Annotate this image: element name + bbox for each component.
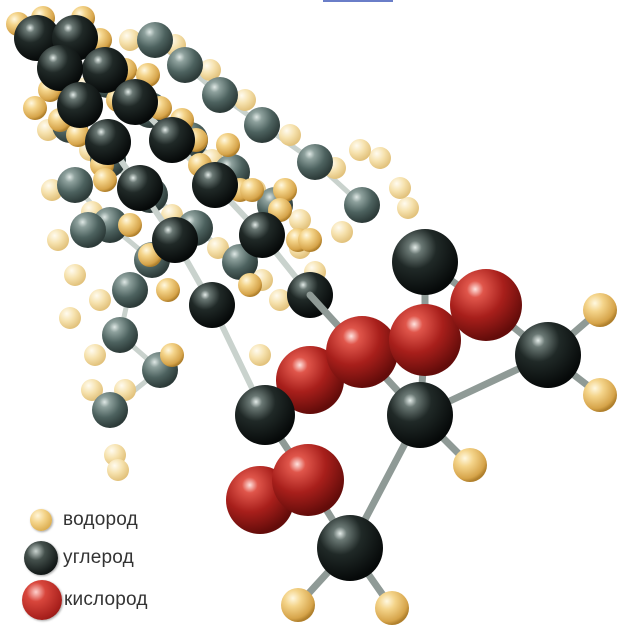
- carbon-atom-back: [92, 392, 128, 428]
- hydrogen-atom: [281, 588, 315, 622]
- hydrogen-atom: [298, 228, 322, 252]
- carbon-atom-icon: [24, 541, 58, 575]
- hydrogen-atom-back: [59, 307, 81, 329]
- oxygen-atom: [272, 444, 344, 516]
- hydrogen-atom-back: [64, 264, 86, 286]
- hydrogen-atom: [66, 123, 90, 147]
- legend-label-hydrogen: водород: [63, 509, 138, 530]
- hydrogen-atom-back: [84, 344, 106, 366]
- hydrogen-atom: [118, 213, 142, 237]
- front-ring-atoms: [226, 229, 617, 625]
- legend-item-hydrogen: водород: [22, 500, 138, 540]
- oxygen-atom-icon: [22, 580, 62, 620]
- hydrogen-atom-back: [47, 229, 69, 251]
- hydrogen-atom-back: [349, 139, 371, 161]
- topline-accent: [323, 0, 393, 2]
- hydrogen-atom-back: [207, 237, 229, 259]
- hydrogen-atom: [93, 168, 117, 192]
- carbon-atom: [57, 82, 103, 128]
- carbon-atom-back: [57, 167, 93, 203]
- carbon-atom: [149, 117, 195, 163]
- hydrogen-atom-back: [234, 89, 256, 111]
- oxygen-atom: [450, 269, 522, 341]
- hydrogen-atom: [273, 178, 297, 202]
- carbon-atom-back: [137, 22, 173, 58]
- hydrogen-atom: [375, 591, 409, 625]
- hydrogen-atom: [216, 133, 240, 157]
- hydrogen-atom: [583, 293, 617, 327]
- carbon-atom: [82, 47, 128, 93]
- hydrogen-atom-back: [199, 59, 221, 81]
- carbon-atom-back: [167, 47, 203, 83]
- carbon-atom-back: [70, 212, 106, 248]
- hydrogen-atom-back: [119, 29, 141, 51]
- carbon-atom: [37, 45, 83, 91]
- hydrogen-atom-icon: [30, 509, 52, 531]
- hydrogen-atom: [23, 96, 47, 120]
- carbon-atom: [189, 282, 235, 328]
- hydrogen-atom-back: [331, 221, 353, 243]
- carbon-atom: [515, 322, 581, 388]
- hydrogen-atom-back: [369, 147, 391, 169]
- hydrogen-atom: [583, 378, 617, 412]
- hydrogen-atom-back: [89, 289, 111, 311]
- hydrogen-atom-back: [249, 344, 271, 366]
- middle-layer-atoms: [6, 6, 333, 438]
- oxygen-atom: [389, 304, 461, 376]
- hydrogen-atom-back: [397, 197, 419, 219]
- carbon-atom-back: [297, 144, 333, 180]
- hydrogen-atom: [160, 343, 184, 367]
- carbon-atom: [235, 385, 295, 445]
- carbon-atom: [192, 162, 238, 208]
- legend-label-oxygen: кислород: [64, 589, 148, 610]
- hydrogen-atom: [156, 278, 180, 302]
- hydrogen-atom-back: [269, 289, 291, 311]
- legend-item-carbon: углерод: [22, 538, 134, 578]
- carbon-atom: [317, 515, 383, 581]
- legend-label-carbon: углерод: [63, 547, 134, 568]
- hydrogen-atom: [453, 448, 487, 482]
- hydrogen-atom: [238, 273, 262, 297]
- carbon-atom: [112, 79, 158, 125]
- hydrogen-atom-back: [279, 124, 301, 146]
- carbon-atom-back: [344, 187, 380, 223]
- carbon-atom-back: [202, 77, 238, 113]
- hydrogen-atom: [240, 178, 264, 202]
- carbon-atom: [85, 119, 131, 165]
- carbon-atom: [239, 212, 285, 258]
- oxygen-atom: [326, 316, 398, 388]
- legend: водород углерод кислород: [22, 500, 222, 625]
- hydrogen-atom-back: [107, 459, 129, 481]
- carbon-atom-back: [102, 317, 138, 353]
- carbon-atom-back: [112, 272, 148, 308]
- carbon-atom: [117, 165, 163, 211]
- carbon-atom-back: [244, 107, 280, 143]
- carbon-atom: [152, 217, 198, 263]
- oxygen-atom: [276, 346, 344, 414]
- legend-item-oxygen: кислород: [22, 580, 148, 620]
- hydrogen-atom-back: [81, 379, 103, 401]
- carbon-atom: [392, 229, 458, 295]
- carbon-atom: [387, 382, 453, 448]
- hydrogen-atom-back: [289, 209, 311, 231]
- hydrogen-atom-back: [389, 177, 411, 199]
